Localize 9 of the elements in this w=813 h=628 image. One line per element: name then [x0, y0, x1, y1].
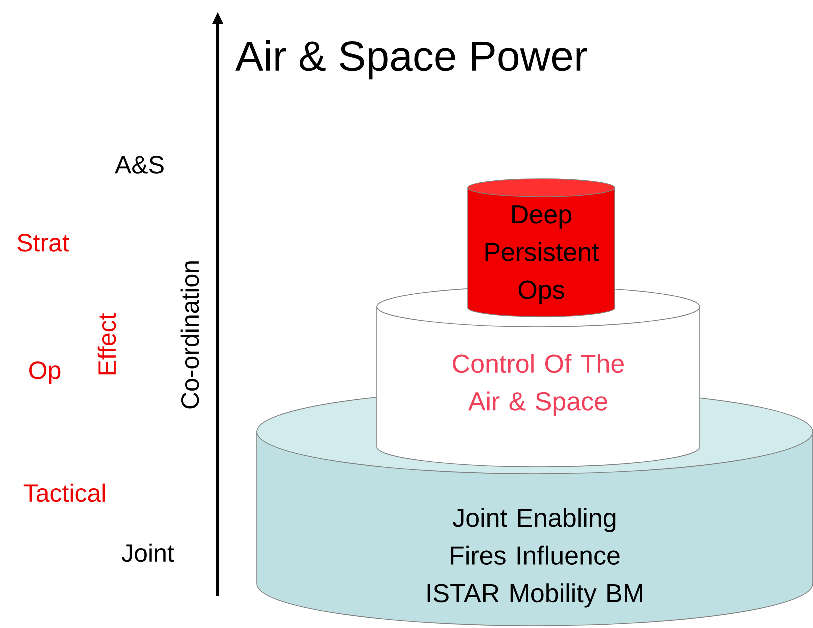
label: Tactical	[24, 484, 106, 502]
label: Strat	[18, 234, 70, 252]
label: Co-ordination	[180, 262, 200, 409]
cylinder: Deep Persistent Ops	[468, 178, 616, 318]
label: Joint	[122, 544, 174, 562]
title: Air & Space Power	[236, 40, 588, 80]
label: A&S	[115, 156, 164, 174]
label: Op	[30, 362, 61, 384]
label: Effect	[98, 313, 116, 375]
